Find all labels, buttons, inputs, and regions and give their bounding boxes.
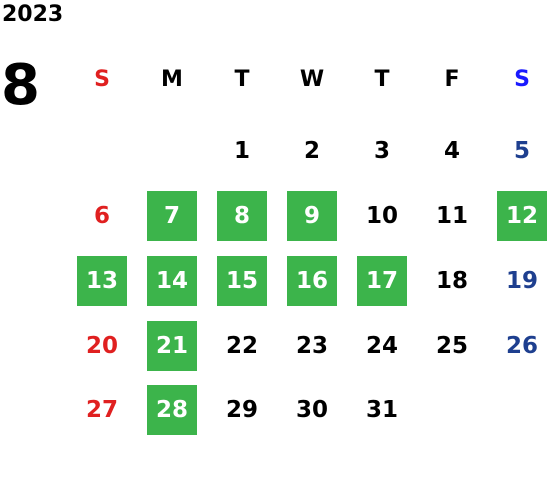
date-cell[interactable]: 1 <box>233 138 250 164</box>
date-cell[interactable]: 24 <box>365 333 398 359</box>
date-cell-highlighted[interactable]: 14 <box>147 256 197 306</box>
date-cell-highlighted[interactable]: 12 <box>497 191 547 241</box>
date-cell[interactable]: 18 <box>435 268 468 294</box>
date-cell-highlighted[interactable]: 9 <box>287 191 337 241</box>
date-cell-highlighted[interactable]: 8 <box>217 191 267 241</box>
date-cell[interactable]: 4 <box>443 138 460 164</box>
date-cell[interactable]: 25 <box>435 333 468 359</box>
date-cell[interactable]: 29 <box>225 397 258 423</box>
date-cell[interactable]: 3 <box>373 138 390 164</box>
date-cell-highlighted[interactable]: 7 <box>147 191 197 241</box>
weekday-header: T <box>374 67 390 92</box>
date-cell[interactable]: 22 <box>225 333 258 359</box>
weekday-header: S <box>94 67 110 92</box>
weekday-header: M <box>161 67 183 92</box>
date-cell-highlighted[interactable]: 16 <box>287 256 337 306</box>
date-cell[interactable]: 26 <box>505 333 538 359</box>
date-cell[interactable]: 27 <box>85 397 118 423</box>
date-cell[interactable]: 11 <box>435 203 468 229</box>
weekday-header: T <box>234 67 250 92</box>
date-cell[interactable]: 19 <box>505 268 538 294</box>
date-cell-highlighted[interactable]: 17 <box>357 256 407 306</box>
date-cell[interactable]: 6 <box>93 203 110 229</box>
date-cell-highlighted[interactable]: 13 <box>77 256 127 306</box>
date-cell[interactable]: 30 <box>295 397 328 423</box>
year-label: 2023 <box>2 2 64 27</box>
date-cell[interactable]: 5 <box>513 138 530 164</box>
date-cell[interactable]: 23 <box>295 333 328 359</box>
weekday-header: F <box>444 67 460 92</box>
date-cell[interactable]: 20 <box>85 333 118 359</box>
date-cell-highlighted[interactable]: 15 <box>217 256 267 306</box>
date-cell[interactable]: 31 <box>365 397 398 423</box>
date-cell[interactable]: 2 <box>303 138 320 164</box>
date-cell-highlighted[interactable]: 28 <box>147 385 197 435</box>
weekday-header: W <box>299 67 325 92</box>
month-number: 8 <box>1 53 40 118</box>
date-cell[interactable]: 10 <box>365 203 398 229</box>
weekday-header: S <box>514 67 530 92</box>
date-cell-highlighted[interactable]: 21 <box>147 321 197 371</box>
